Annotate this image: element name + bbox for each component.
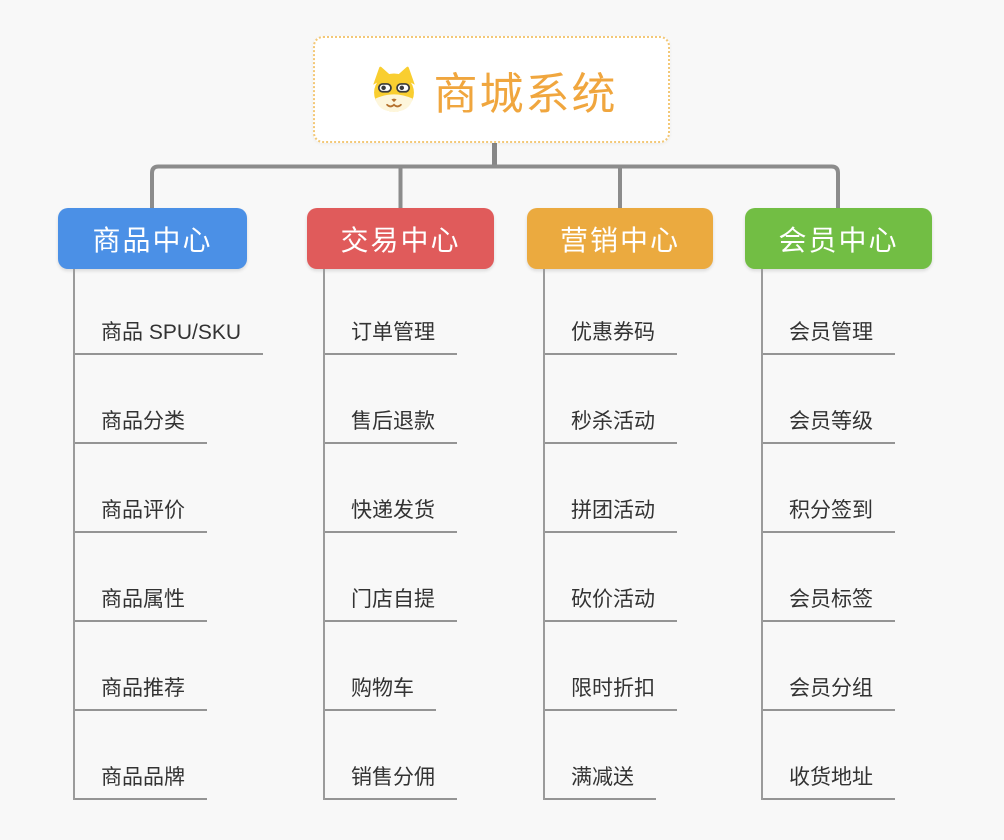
leaf-node[interactable]: 限时折扣	[543, 676, 677, 711]
leaf-node[interactable]: 会员标签	[761, 587, 895, 622]
leaf-node[interactable]: 商品属性	[73, 587, 207, 622]
leaf-node[interactable]: 购物车	[323, 676, 436, 711]
branch-node-member-center[interactable]: 会员中心	[745, 208, 932, 269]
root-node-mall-system[interactable]: 商城系统	[313, 36, 670, 143]
leaf-node[interactable]: 满减送	[543, 765, 656, 800]
leaf-node[interactable]: 会员等级	[761, 409, 895, 444]
branch-child-connector	[323, 269, 325, 800]
children-trade-center: 订单管理 售后退款 快递发货 门店自提 购物车 销售分佣	[323, 269, 457, 800]
children-marketing-center: 优惠券码 秒杀活动 拼团活动 砍价活动 限时折扣 满减送	[543, 269, 677, 800]
branch-label: 交易中心	[340, 224, 461, 256]
leaf-node[interactable]: 门店自提	[323, 587, 457, 622]
children-member-center: 会员管理 会员等级 积分签到 会员标签 会员分组 收货地址	[761, 269, 895, 800]
leaf-node[interactable]: 订单管理	[323, 320, 457, 355]
leaf-node[interactable]: 积分签到	[761, 498, 895, 533]
leaf-node[interactable]: 商品品牌	[73, 765, 207, 800]
leaf-node[interactable]: 会员分组	[761, 676, 895, 711]
leaf-node[interactable]: 秒杀活动	[543, 409, 677, 444]
leaf-node[interactable]: 快递发货	[323, 498, 457, 533]
branch-child-connector	[761, 269, 763, 800]
leaf-node[interactable]: 商品推荐	[73, 676, 207, 711]
leaf-node[interactable]: 拼团活动	[543, 498, 677, 533]
branch-child-connector	[543, 269, 545, 800]
branch-label: 营销中心	[559, 224, 680, 256]
leaf-node[interactable]: 优惠券码	[543, 320, 677, 355]
dog-face-icon	[372, 66, 415, 112]
leaf-node[interactable]: 销售分佣	[323, 765, 457, 800]
branch-label: 会员中心	[778, 224, 899, 256]
root-title: 商城系统	[433, 69, 618, 119]
branch-node-product-center[interactable]: 商品中心	[58, 208, 247, 269]
leaf-node[interactable]: 收货地址	[761, 765, 895, 800]
branch-label: 商品中心	[92, 224, 213, 256]
leaf-node[interactable]: 售后退款	[323, 409, 457, 444]
branch-node-trade-center[interactable]: 交易中心	[307, 208, 494, 269]
branch-child-connector	[73, 269, 75, 800]
leaf-node[interactable]: 会员管理	[761, 320, 895, 355]
leaf-node[interactable]: 商品分类	[73, 409, 207, 444]
branch-node-marketing-center[interactable]: 营销中心	[527, 208, 713, 269]
leaf-node[interactable]: 商品 SPU/SKU	[73, 320, 264, 355]
children-product-center: 商品 SPU/SKU 商品分类 商品评价 商品属性 商品推荐 商品品牌	[73, 269, 264, 800]
leaf-node[interactable]: 商品评价	[73, 498, 207, 533]
leaf-node[interactable]: 砍价活动	[543, 587, 677, 622]
